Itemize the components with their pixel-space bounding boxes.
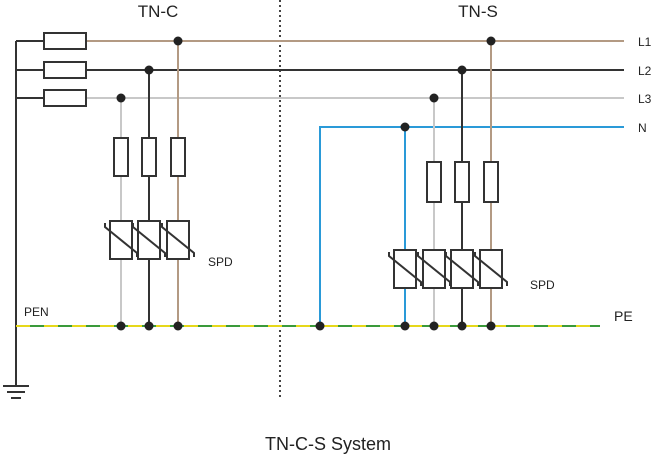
fuse-l3 bbox=[113, 137, 129, 177]
label-l1: L1 bbox=[638, 35, 652, 49]
label-pen: PEN bbox=[24, 305, 49, 319]
spd-branch-l3 bbox=[417, 98, 451, 326]
junction-dot bbox=[315, 321, 325, 331]
section-label-tn-c: TN-C bbox=[138, 2, 179, 21]
spd-branch-l1 bbox=[161, 41, 195, 326]
junction-dot bbox=[457, 65, 467, 75]
fuse-l3 bbox=[426, 161, 442, 203]
spd-label-right: SPD bbox=[530, 278, 555, 292]
junction-dot bbox=[486, 36, 496, 46]
label-pe: PE bbox=[614, 308, 633, 324]
spd-branch-l3 bbox=[104, 98, 138, 326]
ground-icon bbox=[3, 385, 29, 399]
fuse-l1 bbox=[170, 137, 186, 177]
fuse-l2 bbox=[454, 161, 470, 203]
spd-branch-l2 bbox=[132, 70, 166, 326]
junction-dot bbox=[144, 65, 154, 75]
junction-dot bbox=[400, 321, 410, 331]
fuse-l1 bbox=[43, 32, 87, 50]
fuse-l1 bbox=[483, 161, 499, 203]
section-label-tn-s: TN-S bbox=[458, 2, 498, 21]
junction-dot bbox=[429, 93, 439, 103]
tn-c-branches bbox=[104, 41, 195, 326]
junction-dot bbox=[144, 321, 154, 331]
fuse-l3 bbox=[43, 89, 87, 107]
spd-label-left: SPD bbox=[208, 255, 233, 269]
spd-branch-l1 bbox=[474, 41, 508, 326]
label-l3: L3 bbox=[638, 92, 652, 106]
junction-dot bbox=[116, 93, 126, 103]
diagram-caption: TN-C-S System bbox=[265, 434, 391, 454]
junction-dot bbox=[116, 321, 126, 331]
spd-branch-n bbox=[388, 127, 422, 326]
junction-dot bbox=[173, 36, 183, 46]
label-l2: L2 bbox=[638, 64, 652, 78]
tn-s-branches bbox=[388, 41, 508, 326]
junction-dot bbox=[486, 321, 496, 331]
supply-feeder bbox=[15, 32, 87, 386]
fuse-l2 bbox=[141, 137, 157, 177]
junction-dot bbox=[457, 321, 467, 331]
junction-dot bbox=[400, 122, 410, 132]
label-n: N bbox=[638, 121, 647, 135]
junction-dots bbox=[116, 36, 496, 331]
junction-dot bbox=[173, 321, 183, 331]
junction-dot bbox=[429, 321, 439, 331]
fuse-l2 bbox=[43, 61, 87, 79]
spd-branch-l2 bbox=[445, 70, 479, 326]
n-line bbox=[319, 126, 624, 326]
